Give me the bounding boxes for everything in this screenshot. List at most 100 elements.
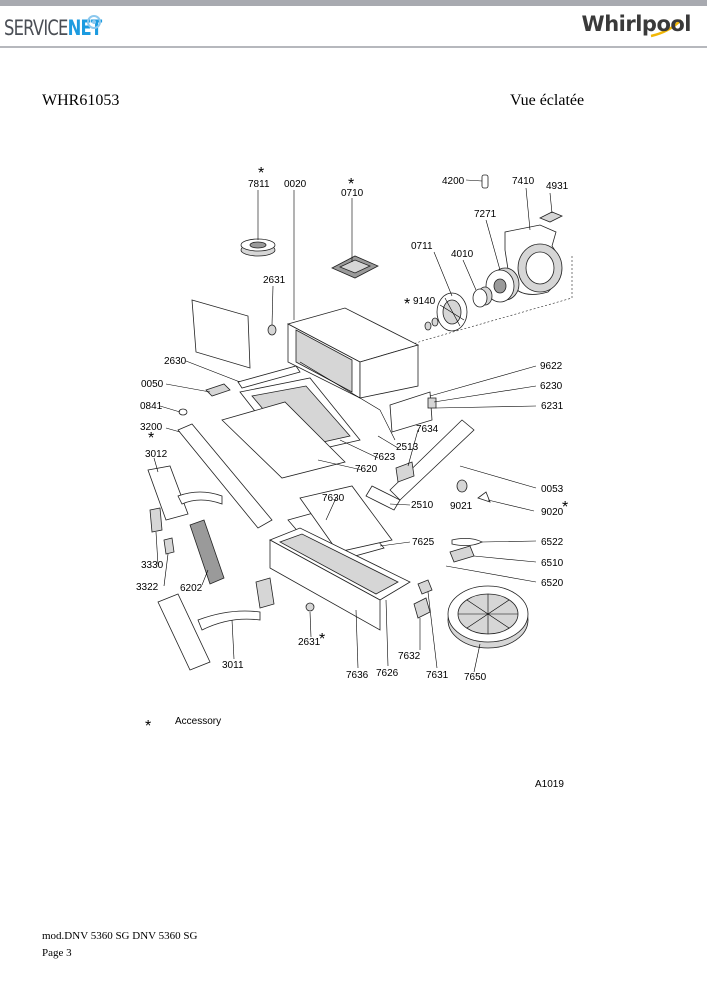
accessory-star: * (562, 499, 568, 516)
part-label: 0710 (341, 188, 364, 199)
page-footer: mod.DNV 5360 SG DNV 5360 SG Page 3 (42, 928, 197, 962)
motor-axis-dashed-line (409, 256, 573, 346)
part-label: 3322 (136, 582, 159, 593)
model-number: WHR61053 (42, 92, 120, 109)
view-title: Vue éclatée (510, 92, 585, 109)
part-label: 6510 (541, 558, 564, 569)
whirlpool-swoosh-icon (650, 19, 682, 38)
part-label: 3330 (141, 560, 164, 571)
part-label: 3011 (222, 660, 244, 671)
footer-page-number: Page 3 (42, 947, 72, 959)
part-label: 2630 (164, 356, 187, 367)
part-label: 9021 (450, 501, 473, 512)
header-top-bar (0, 0, 707, 6)
part-label: 7626 (376, 668, 399, 679)
part-7636-shape (269, 527, 411, 631)
accessory-star: * (348, 176, 354, 193)
accessory-star: * (258, 165, 264, 182)
part-label: 7631 (426, 670, 449, 681)
part-4200-shape (481, 174, 489, 189)
part-label: 6520 (541, 578, 564, 589)
part-9020-shape (477, 491, 491, 503)
part-7271-shape (485, 267, 520, 303)
part-6202-shape (189, 519, 225, 585)
part-label: 4200 (442, 176, 465, 187)
part-label: 2510 (411, 500, 434, 511)
part-label: 7623 (373, 452, 396, 463)
servicenet-gear-icon (87, 15, 101, 29)
legend-accessory-star: * (145, 718, 151, 735)
part-labels: * 7811 0020 * 0710 4200 7410 4931 7271 0… (136, 165, 569, 683)
header-divider (0, 46, 707, 48)
part-3200-shape (177, 423, 273, 529)
part-2630-shape (237, 365, 301, 389)
part-label: 0711 (411, 241, 433, 252)
part-label: 0053 (541, 484, 564, 495)
accessory-star: * (404, 296, 410, 313)
accessory-star: * (319, 631, 325, 648)
part-label: 7636 (346, 670, 369, 681)
part-label: 6231 (541, 401, 564, 412)
part-label: 9020 (541, 507, 564, 518)
part-7410-shape (504, 224, 563, 295)
part-9140-shape (424, 317, 439, 331)
part-7650-shape (447, 585, 529, 649)
part-4010-shape (472, 286, 493, 308)
part-3322-shape (163, 537, 175, 555)
part-7632-shape (413, 597, 431, 619)
part-label: 7410 (512, 176, 535, 187)
part-label: 7271 (474, 209, 497, 220)
part-label: 0841 (140, 401, 163, 412)
part-7811-shape (240, 238, 276, 257)
part-label: 0020 (284, 179, 307, 190)
part-label: 7650 (464, 672, 487, 683)
part-3330-shape (149, 507, 163, 533)
part-0841-shape (178, 408, 188, 416)
part-label: 9622 (540, 361, 563, 372)
part-label: 0050 (141, 379, 164, 390)
part-label: 4931 (546, 181, 569, 192)
part-6230-shape (389, 391, 437, 433)
part-0020-shape (286, 307, 420, 441)
accessory-star: * (148, 430, 154, 447)
part-label: 6202 (180, 583, 203, 594)
legend-accessory-text: Accessory (175, 716, 221, 727)
part-6510-shape (449, 545, 475, 563)
leader-lines (153, 179, 553, 673)
footer-model-line: mod.DNV 5360 SG DNV 5360 SG (42, 930, 198, 942)
part-7625-shape (299, 485, 393, 553)
part-0711-shape (436, 292, 468, 332)
part-label: 7634 (416, 424, 439, 435)
part-label: 7811 (248, 179, 270, 190)
part-label: 4010 (451, 249, 474, 260)
part-label: 6522 (541, 537, 564, 548)
part-7634-shape (395, 461, 415, 483)
part-6522-shape (451, 538, 483, 546)
part-label: 7625 (412, 537, 435, 548)
part-3011-shape (157, 577, 275, 671)
part-label: 3200 (140, 422, 163, 433)
back-panel-shape (191, 299, 251, 369)
exploded-view-diagram: * 7811 0020 * 0710 4200 7410 4931 7271 0… (136, 165, 573, 790)
part-2631b-shape (305, 602, 315, 612)
drawing-code: A1019 (535, 779, 564, 790)
part-3012-shape (147, 465, 223, 521)
part-label: 7630 (322, 493, 345, 504)
part-label: 2631 (263, 275, 286, 286)
part-label: 7620 (355, 464, 378, 475)
part-4931-shape (539, 211, 563, 223)
part-2631a-shape (267, 324, 277, 336)
part-label: 2631 (298, 637, 321, 648)
part-label: 9140 (413, 296, 436, 307)
whirlpool-logo: Whirlpool (581, 12, 692, 36)
part-9021-shape (456, 479, 468, 493)
part-0710-shape (331, 255, 379, 279)
part-7631-shape (417, 579, 433, 595)
part-label: 2513 (396, 442, 419, 453)
part-label: 7632 (398, 651, 421, 662)
part-label: 6230 (540, 381, 563, 392)
part-7620-shape (221, 401, 346, 479)
part-0050-shape (205, 383, 231, 397)
part-label: 3012 (145, 449, 168, 460)
part-0053-shape (389, 419, 475, 501)
